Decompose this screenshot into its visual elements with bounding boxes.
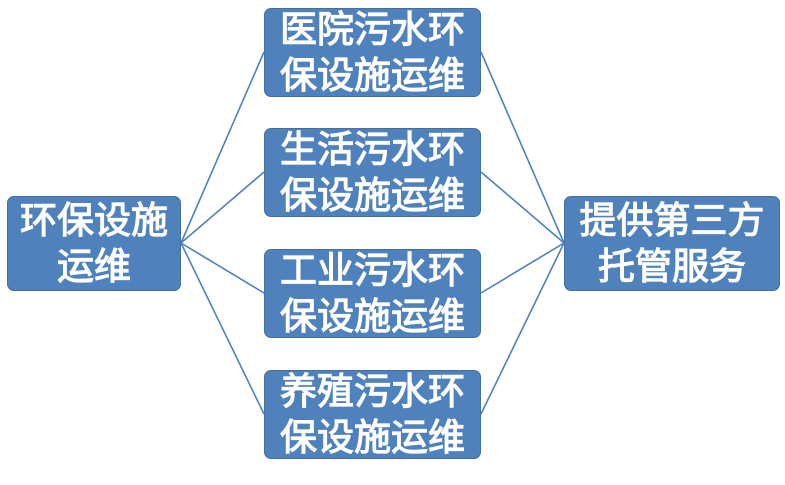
connector-branch3-result (480, 242, 565, 415)
node-branch-hospital: 医院污水环 保设施运维 (264, 8, 481, 97)
node-root: 环保设施 运维 (7, 196, 181, 291)
node-branch-industrial-label: 工业污水环 保设施运维 (280, 249, 465, 338)
node-branch-hospital-label: 医院污水环 保设施运维 (280, 8, 465, 97)
connector-root-branch0 (180, 51, 265, 244)
node-branch-industrial: 工业污水环 保设施运维 (264, 249, 481, 338)
node-result-label: 提供第三方 托管服务 (579, 199, 765, 288)
connector-root-branch1 (180, 171, 265, 244)
node-root-label: 环保设施 运维 (20, 199, 168, 288)
node-branch-domestic: 生活污水环 保设施运维 (264, 128, 481, 217)
node-branch-breeding: 养殖污水环 保设施运维 (264, 370, 481, 459)
connector-branch1-result (480, 171, 565, 244)
node-branch-domestic-label: 生活污水环 保设施运维 (280, 128, 465, 217)
node-result: 提供第三方 托管服务 (564, 196, 780, 291)
connector-branch0-result (480, 51, 565, 244)
connector-branch2-result (480, 242, 565, 294)
node-branch-breeding-label: 养殖污水环 保设施运维 (280, 370, 465, 459)
connector-root-branch2 (180, 242, 265, 294)
connector-root-branch3 (180, 242, 265, 415)
